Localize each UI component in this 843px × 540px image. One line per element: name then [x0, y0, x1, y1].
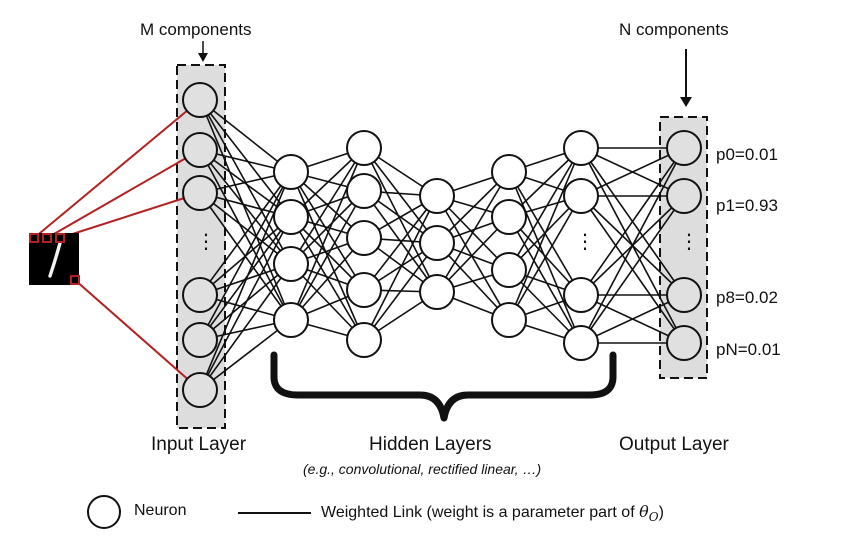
weighted-link	[290, 147, 365, 265]
neuron	[273, 302, 309, 338]
output-prob-label: p0=0.01	[716, 145, 778, 164]
weighted-link	[580, 294, 685, 344]
input-digit-image	[29, 233, 80, 285]
neuron	[346, 130, 382, 166]
neuron	[563, 178, 599, 214]
neuron	[491, 154, 527, 190]
weighted-link	[199, 171, 292, 296]
weighted-link	[199, 263, 292, 391]
pixel-link	[46, 149, 201, 239]
weighted-link	[580, 147, 685, 197]
neuron	[666, 325, 702, 361]
neuron	[346, 272, 382, 308]
legend-link-text: Weighted Link (weight is a parameter par…	[321, 504, 640, 521]
neuron	[666, 178, 702, 214]
weighted-link	[199, 216, 292, 391]
weighted-link	[199, 171, 292, 341]
weighted-link	[199, 99, 292, 321]
output-prob-label: p8=0.02	[716, 288, 778, 307]
output-layer-title: Output Layer	[619, 434, 729, 455]
neuron	[273, 199, 309, 235]
neuron	[273, 246, 309, 282]
neuron	[182, 175, 218, 211]
n-components-arrow	[680, 49, 692, 107]
neuron	[563, 130, 599, 166]
weighted-link	[363, 195, 438, 341]
output-prob-label: pN=0.01	[716, 340, 781, 359]
pixel-link	[33, 99, 201, 239]
neuron	[491, 252, 527, 288]
pixel-marker	[29, 233, 39, 243]
weighted-link	[580, 147, 685, 296]
pixel-marker	[55, 233, 65, 243]
weighted-link	[508, 147, 582, 271]
weighted-link	[290, 190, 365, 321]
weighted-link	[363, 242, 438, 341]
neuron	[419, 178, 455, 214]
output-components-label: N components	[619, 20, 729, 39]
legend-link-label: Weighted Link (weight is a parameter par…	[321, 502, 664, 524]
neuron	[666, 277, 702, 313]
weighted-link	[199, 149, 292, 218]
neuron	[182, 132, 218, 168]
neuron	[346, 220, 382, 256]
output-prob-label: p1=0.93	[716, 196, 778, 215]
legend-neuron-icon	[87, 495, 121, 529]
neuron	[419, 225, 455, 261]
neuron	[346, 173, 382, 209]
weighted-link	[508, 147, 582, 321]
hidden-layers-note: (e.g., convolutional, rectified linear, …	[303, 461, 542, 477]
neuron	[491, 302, 527, 338]
pixel-link	[74, 279, 201, 391]
input-pixel-links	[33, 99, 201, 391]
weighted-link	[290, 147, 365, 321]
weighted-link	[290, 171, 365, 291]
neuron	[563, 277, 599, 313]
neuron	[563, 325, 599, 361]
neuron	[182, 277, 218, 313]
weighted-link	[363, 147, 438, 244]
weighted-link	[363, 195, 438, 291]
theta-symbol: θO	[639, 502, 659, 525]
weighted-link	[436, 171, 510, 293]
weighted-link	[199, 216, 292, 341]
neuron	[182, 322, 218, 358]
neuron	[182, 372, 218, 408]
legend-neuron-label: Neuron	[134, 502, 187, 519]
weighted-link	[199, 99, 292, 218]
neurons	[182, 82, 702, 408]
weighted-link	[199, 319, 292, 391]
input-layer-box	[176, 64, 226, 429]
weighted-link	[580, 147, 685, 344]
hidden-ellipsis: ⋮	[575, 231, 595, 253]
neuron	[491, 199, 527, 235]
input-components-label: M components	[140, 20, 252, 39]
weighted-link	[290, 237, 365, 321]
pixel-marker	[70, 275, 80, 285]
input-layer-title: Input Layer	[151, 434, 247, 455]
neuron	[182, 82, 218, 118]
input-ellipsis: ⋮	[196, 231, 216, 253]
legend-link-close: )	[658, 504, 664, 521]
pixel-link	[59, 192, 201, 239]
weighted-link	[508, 195, 582, 321]
neuron	[273, 154, 309, 190]
weighted-link	[363, 190, 438, 293]
weighted-link	[199, 99, 292, 173]
neuron	[346, 322, 382, 358]
weighted-link	[436, 195, 510, 321]
hidden-layers-brace	[270, 351, 617, 422]
m-components-arrow	[198, 41, 208, 62]
weighted-link	[199, 192, 292, 265]
weighted-link	[199, 149, 292, 321]
weighted-link	[508, 216, 582, 344]
neuron	[419, 274, 455, 310]
output-ellipsis: ⋮	[679, 231, 699, 253]
neuron	[666, 130, 702, 166]
hidden-layers-title: Hidden Layers	[369, 434, 492, 455]
pixel-marker	[42, 233, 52, 243]
weighted-link	[363, 147, 438, 293]
weighted-link	[580, 195, 685, 344]
